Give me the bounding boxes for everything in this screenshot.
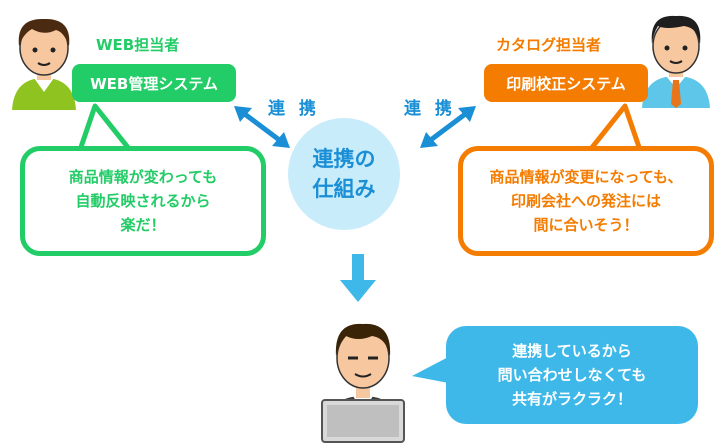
double-arrow-left-icon [234, 106, 290, 148]
right-speech-bubble: 商品情報が変更になっても、 印刷会社への発注には 間に合いそう！ [458, 146, 714, 256]
center-circle: 連携の 仕組み [288, 118, 400, 230]
web-system-label: WEB管理システム [72, 64, 236, 102]
right-bubble-tail [588, 103, 643, 152]
left-role-label: WEB担当者 [96, 36, 180, 54]
center-title-line-2: 仕組み [312, 177, 376, 201]
person-left-icon [12, 18, 76, 110]
left-speech-bubble: 商品情報が変わっても 自動反映されるから 楽だ！ [20, 146, 266, 256]
right-bubble-line-2: 印刷会社への発注には [510, 192, 661, 210]
person-right-icon [642, 15, 710, 108]
link-label-left: 連 携 [268, 99, 320, 119]
link-label-right: 連 携 [404, 99, 456, 119]
down-arrow-icon [340, 254, 376, 302]
person-laptop-icon [321, 323, 405, 443]
left-bubble-line-3: 楽だ！ [120, 216, 166, 234]
bottom-bubble-line-2: 問い合わせしなくても [497, 366, 647, 384]
bottom-speech-bubble: 連携しているから 問い合わせしなくても 共有がラクラク！ [446, 326, 698, 424]
right-bubble-line-1: 商品情報が変更になっても、 [489, 168, 683, 186]
double-arrow-right-icon [420, 106, 476, 148]
bottom-bubble-line-3: 共有がラクラク！ [511, 390, 632, 408]
print-system-label: 印刷校正システム [484, 64, 648, 102]
right-bubble-line-3: 間に合いそう！ [533, 216, 639, 234]
left-bubble-tail [77, 103, 132, 152]
bottom-bubble-line-1: 連携しているから [512, 342, 632, 360]
left-bubble-line-2: 自動反映されるから [75, 192, 211, 210]
center-title-line-1: 連携の [312, 147, 376, 171]
left-bubble-line-1: 商品情報が変わっても [68, 168, 218, 186]
bottom-bubble-tail [412, 354, 454, 384]
right-role-label: カタログ担当者 [496, 36, 602, 54]
